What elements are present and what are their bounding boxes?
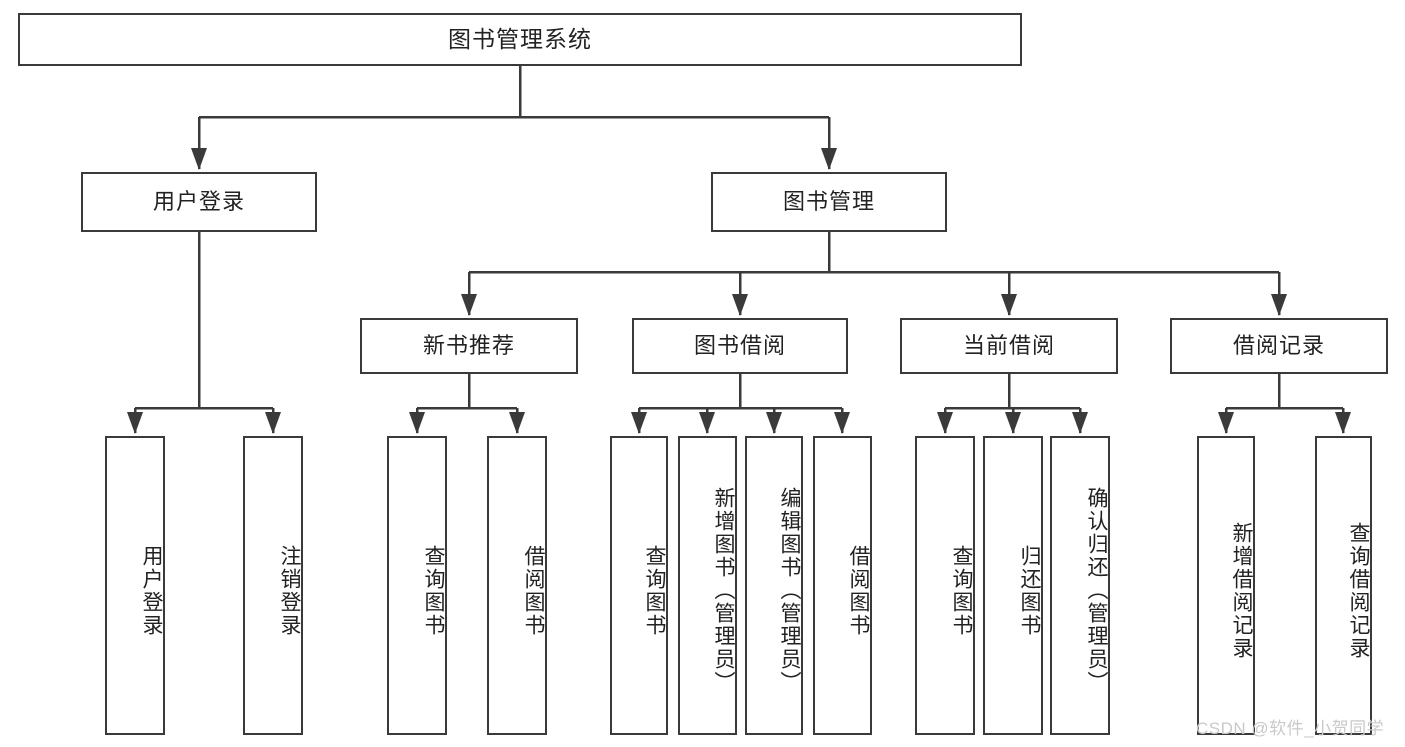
node-label: 图书借阅 bbox=[693, 333, 786, 359]
arrowhead-bus-book-admin-0 bbox=[461, 294, 477, 316]
node-label: 查询图书 bbox=[643, 544, 666, 637]
arrowhead-bus-book-borrow-0 bbox=[631, 412, 647, 434]
node-label: 归还图书 bbox=[1018, 544, 1041, 637]
node-label: 用户登录 bbox=[140, 544, 163, 637]
node-label: 查询借阅记录 bbox=[1347, 521, 1370, 660]
arrowhead-bus-borrow-record-1 bbox=[1335, 412, 1351, 434]
node-current-borrow: 当前借阅 bbox=[900, 318, 1118, 374]
arrowhead-bus-user-login-0 bbox=[127, 412, 143, 434]
node-label: 新增借阅记录 bbox=[1230, 521, 1253, 660]
node-root: 图书管理系统 bbox=[18, 13, 1022, 66]
arrowhead-bus-borrow-record-0 bbox=[1218, 412, 1234, 434]
node-leaf-query-record: 查询借阅记录 bbox=[1315, 436, 1372, 735]
node-label: 查询图书 bbox=[950, 544, 973, 637]
node-leaf-edit-book: 编辑图书（管理员） bbox=[745, 436, 803, 735]
node-label: 新增图书（管理员） bbox=[712, 487, 735, 694]
node-label: 新书推荐 bbox=[422, 333, 515, 359]
node-leaf-borrow-book-2: 借阅图书 bbox=[813, 436, 872, 735]
node-leaf-query-book-2: 查询图书 bbox=[610, 436, 668, 735]
csdn-watermark: CSDN @软件_小贺同学 bbox=[1196, 719, 1385, 738]
arrowhead-bus-current-borrow-1 bbox=[1005, 412, 1021, 434]
node-borrow-record: 借阅记录 bbox=[1170, 318, 1388, 374]
node-user-login: 用户登录 bbox=[81, 172, 317, 232]
node-new-book-rec: 新书推荐 bbox=[360, 318, 578, 374]
node-book-admin: 图书管理 bbox=[711, 172, 947, 232]
node-leaf-return-book: 归还图书 bbox=[983, 436, 1043, 735]
arrowhead-bus-book-admin-2 bbox=[1001, 294, 1017, 316]
node-label: 图书管理系统 bbox=[448, 25, 592, 52]
arrowhead-bus-root-0 bbox=[191, 148, 207, 170]
node-leaf-query-book-1: 查询图书 bbox=[387, 436, 447, 735]
arrowhead-bus-book-borrow-2 bbox=[766, 412, 782, 434]
node-book-borrow: 图书借阅 bbox=[632, 318, 848, 374]
node-leaf-confirm-return: 确认归还（管理员） bbox=[1050, 436, 1110, 735]
arrowhead-bus-user-login-1 bbox=[265, 412, 281, 434]
arrowhead-bus-root-1 bbox=[821, 148, 837, 170]
node-label: 借阅记录 bbox=[1232, 333, 1325, 359]
arrowhead-bus-new-book-rec-0 bbox=[409, 412, 425, 434]
node-label: 确认归还（管理员） bbox=[1085, 487, 1108, 694]
arrowhead-bus-book-admin-3 bbox=[1271, 294, 1287, 316]
node-label: 借阅图书 bbox=[522, 544, 545, 637]
arrowhead-bus-book-borrow-1 bbox=[699, 412, 715, 434]
arrowhead-bus-current-borrow-2 bbox=[1072, 412, 1088, 434]
arrowhead-bus-book-borrow-3 bbox=[834, 412, 850, 434]
node-leaf-borrow-book-1: 借阅图书 bbox=[487, 436, 547, 735]
arrowhead-bus-new-book-rec-1 bbox=[509, 412, 525, 434]
node-leaf-add-book: 新增图书（管理员） bbox=[678, 436, 737, 735]
node-label: 查询图书 bbox=[422, 544, 445, 637]
node-leaf-add-record: 新增借阅记录 bbox=[1197, 436, 1255, 735]
arrowhead-bus-book-admin-1 bbox=[732, 294, 748, 316]
node-label: 当前借阅 bbox=[962, 333, 1055, 359]
node-label: 借阅图书 bbox=[847, 544, 870, 637]
node-leaf-query-book-3: 查询图书 bbox=[915, 436, 975, 735]
node-leaf-user-login: 用户登录 bbox=[105, 436, 165, 735]
node-label: 用户登录 bbox=[152, 189, 245, 215]
node-label: 注销登录 bbox=[278, 544, 301, 637]
node-label: 图书管理 bbox=[782, 189, 875, 215]
arrowhead-bus-current-borrow-0 bbox=[937, 412, 953, 434]
node-label: 编辑图书（管理员） bbox=[778, 487, 801, 694]
node-leaf-logout-login: 注销登录 bbox=[243, 436, 303, 735]
